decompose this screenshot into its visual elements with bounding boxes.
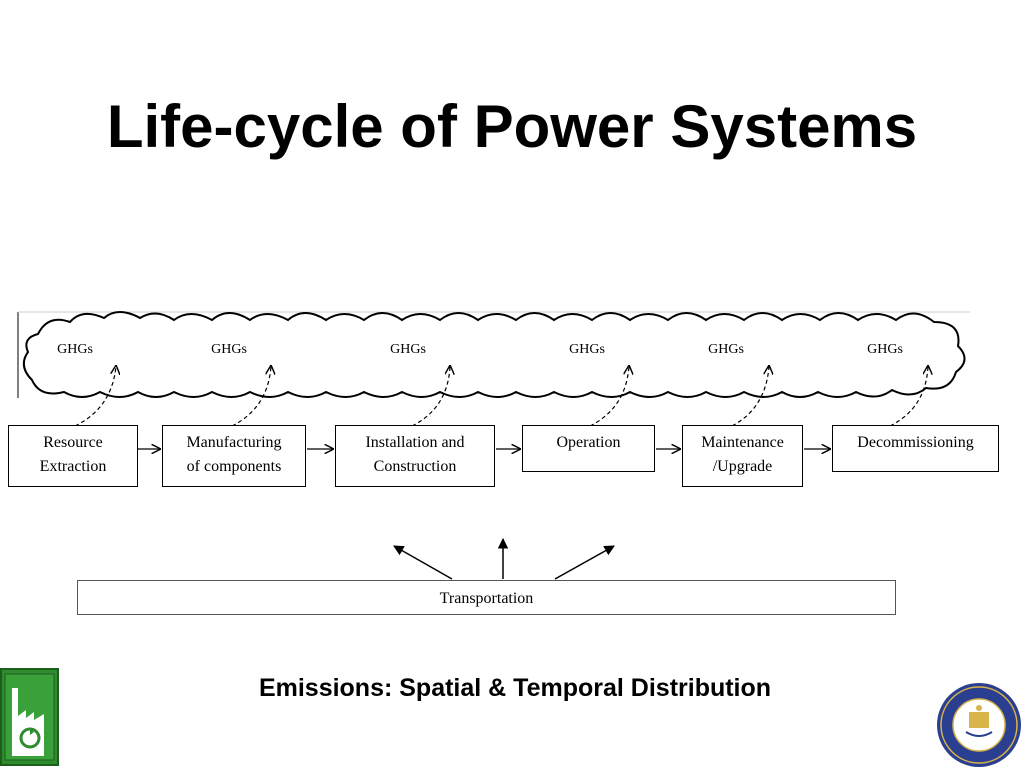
ghg-label: GHGs	[57, 342, 93, 357]
transport-arrow	[393, 545, 453, 580]
ghg-label: GHGs	[708, 342, 744, 357]
stage-line: of components	[186, 458, 282, 475]
stage-line: Manufacturing	[186, 434, 282, 451]
university-seal-icon	[937, 683, 1021, 767]
emission-arrows	[74, 366, 928, 427]
emission-arrow	[74, 366, 116, 427]
emissions-cloud	[17, 311, 970, 398]
ghg-label: GHGs	[569, 342, 605, 357]
stage-line: Construction	[373, 458, 457, 475]
emission-arrow	[411, 366, 450, 427]
ghg-label: GHGs	[211, 342, 247, 357]
emission-arrow	[231, 366, 271, 427]
transportation-box: Transportation	[77, 580, 896, 615]
stage-manufacturing: Manufacturing of components	[162, 425, 306, 487]
transport-arrows	[393, 537, 615, 580]
stage-maintenance: Maintenance /Upgrade	[682, 425, 803, 487]
stage-line: Maintenance	[701, 434, 784, 451]
ghg-label: GHGs	[390, 342, 426, 357]
emission-arrow	[889, 366, 928, 427]
stage-operation: Operation	[522, 425, 655, 472]
slide-title: Life-cycle of Power Systems	[106, 93, 918, 160]
emission-arrow	[731, 366, 769, 427]
stage-line: Operation	[556, 434, 621, 451]
factory-recycle-logo-icon	[0, 668, 59, 766]
stage-installation: Installation and Construction	[335, 425, 495, 487]
stage-line: Resource	[43, 434, 103, 451]
stage-line: Installation and	[365, 434, 465, 451]
stage-line: Decommissioning	[857, 434, 974, 451]
transport-arrow	[554, 545, 615, 580]
stage-line: Extraction	[39, 458, 107, 475]
stage-resource-extraction: Resource Extraction	[8, 425, 138, 487]
ghg-label: GHGs	[867, 342, 903, 357]
ghg-labels: GHGs GHGs GHGs GHGs GHGs GHGs	[57, 342, 903, 357]
emission-arrow	[589, 366, 629, 427]
slide-subtitle: Emissions: Spatial & Temporal Distributi…	[258, 674, 772, 702]
stage-line: /Upgrade	[712, 458, 773, 475]
stage-decommissioning: Decommissioning	[832, 425, 999, 472]
